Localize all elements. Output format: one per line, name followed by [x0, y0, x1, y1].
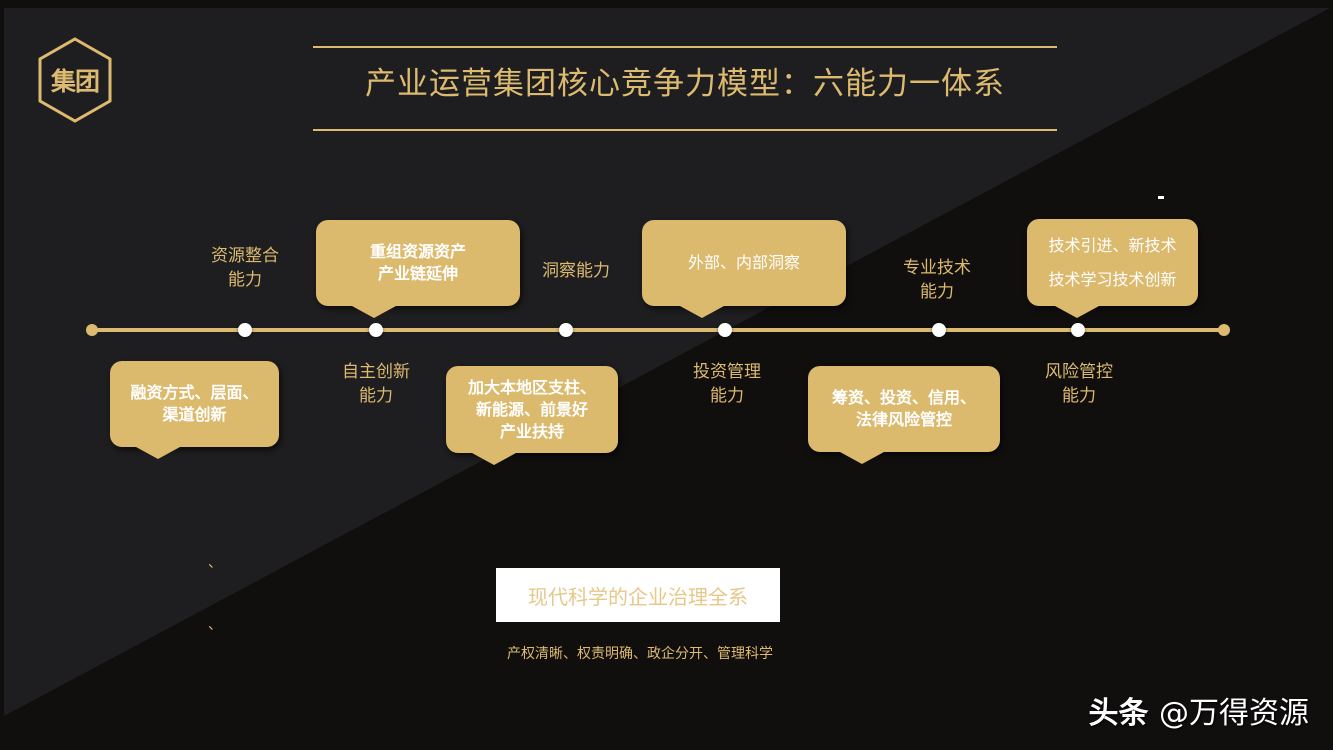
timeline-node [238, 323, 252, 337]
system-subtitle: 产权清晰、权责明确、政企分开、管理科学 [507, 646, 773, 662]
hexagon-icon [38, 37, 112, 123]
callout-bubble: 加大本地区支柱、 新能源、前景好 产业扶持 [446, 366, 618, 465]
callout-pointer [840, 452, 884, 464]
capability-label: 风险管控 能力 [1045, 362, 1113, 406]
callout-text: 重组资源资产 产业链延伸 [369, 242, 466, 283]
callout-bubble: 重组资源资产 产业链延伸 [316, 220, 520, 318]
system-title-box: 现代科学的企业治理全系 [496, 568, 780, 622]
stray-mark [1158, 196, 1164, 199]
logo-text: 集团 [50, 67, 100, 96]
title-top-rule [313, 46, 1057, 48]
callout-bubble: 筹资、投资、信用、 法律风险管控 [808, 366, 1000, 464]
callout-text: 加大本地区支柱、 新能源、前景好 产业扶持 [467, 377, 596, 441]
callout-pointer [352, 306, 396, 318]
capability-label: 资源整合 能力 [211, 246, 279, 290]
callout-text: 技术引进、新技术 技术学习技术创新 [1048, 235, 1177, 289]
page-title: 产业运营集团核心竞争力模型：六能力一体系 [365, 66, 1005, 102]
timeline-node [369, 323, 383, 337]
capability-label: 自主创新 能力 [342, 362, 410, 406]
timeline-start-dot [86, 324, 98, 336]
callout-pointer [472, 453, 516, 465]
stray-mark: 、 [208, 617, 222, 633]
logo-badge: 集团 [36, 36, 114, 124]
watermark-brand: 头条 [1088, 696, 1149, 731]
callout-pointer [136, 447, 180, 459]
timeline-node [1071, 323, 1085, 337]
timeline-axis [92, 328, 1224, 332]
watermark-handle: @万得资源 [1159, 696, 1309, 731]
stray-mark: 、 [208, 555, 222, 571]
watermark: 头条 @万得资源 [1089, 688, 1309, 732]
callout-bubble: 外部、内部洞察 [642, 220, 846, 318]
title-bottom-rule [313, 129, 1057, 131]
callout-bubble: 融资方式、层面、 渠道创新 [110, 361, 279, 459]
timeline-end-dot [1218, 324, 1230, 336]
callout-text: 融资方式、层面、 渠道创新 [130, 383, 259, 424]
callout-bubble: 技术引进、新技术 技术学习技术创新 [1027, 219, 1198, 318]
timeline-node [932, 323, 946, 337]
callout-text: 筹资、投资、信用、 法律风险管控 [831, 388, 976, 429]
capability-label: 专业技术 能力 [903, 258, 971, 302]
timeline-node [718, 323, 732, 337]
callout-text: 外部、内部洞察 [687, 253, 800, 272]
timeline-node [559, 323, 573, 337]
callout-pointer [1055, 306, 1099, 318]
capability-label: 投资管理 能力 [693, 362, 761, 406]
callout-pointer [680, 306, 724, 318]
capability-label: 洞察能力 [542, 261, 610, 281]
